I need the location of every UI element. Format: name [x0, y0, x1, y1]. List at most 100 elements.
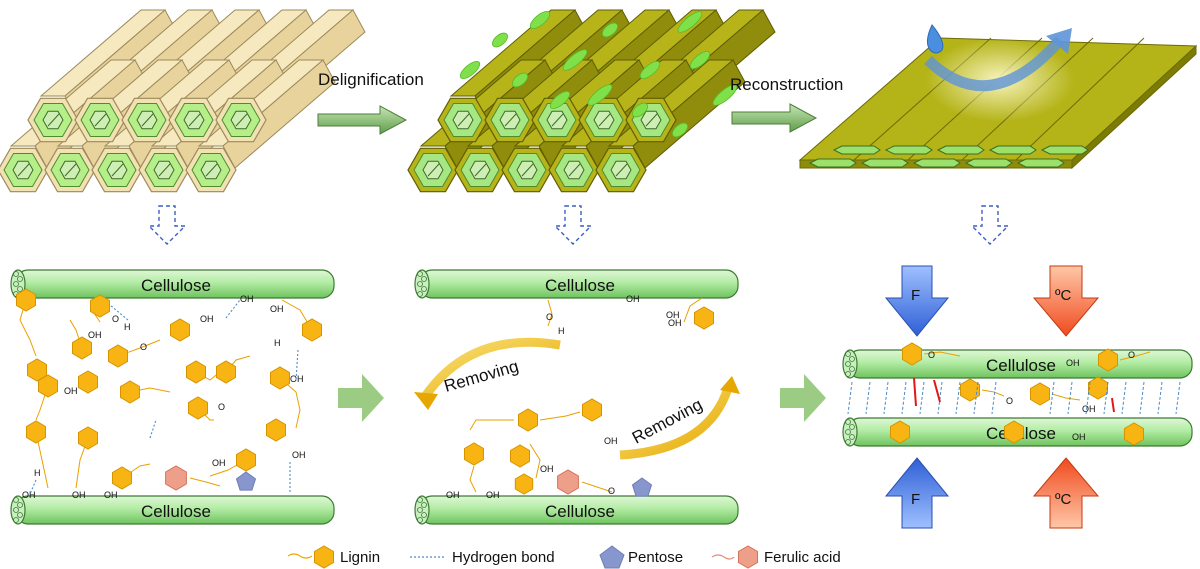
ferulic-acid-hexagon-icon [738, 545, 758, 569]
legend-pentose-label: Pentose [628, 549, 683, 566]
hydroxyl-label: OH [1082, 404, 1096, 414]
lignin-unit [464, 442, 484, 466]
heat-arrow-bottom-icon [1032, 457, 1100, 529]
legend: Lignin Hydrogen bond Pentose Ferulic aci… [287, 545, 841, 569]
lignin-unit [510, 444, 530, 468]
pore [511, 72, 529, 88]
cellulose-fiber: Cellulose [414, 495, 739, 525]
legend-ferulic-acid: Ferulic acid [711, 545, 841, 569]
atom-label: H [34, 468, 41, 478]
heat-arrows: ºC ºC [1032, 265, 1100, 529]
atom-label: O [928, 350, 935, 360]
lignin-unit [78, 426, 98, 450]
hydrogen-bond [1175, 381, 1181, 415]
hydrogen-bond [1067, 381, 1073, 415]
hydrogen-bond [1049, 381, 1055, 415]
delignification-label: Delignification [318, 70, 424, 89]
lignin-chain [683, 297, 703, 323]
lignin-unit [186, 360, 206, 384]
atom-label: O [608, 486, 615, 496]
pore [689, 50, 711, 70]
lignin-unit [26, 420, 46, 444]
lignin-chain [279, 377, 301, 429]
atom-label: H [558, 326, 565, 336]
cellulose-label: Cellulose [545, 502, 615, 521]
cellulose-fibers: CelluloseCelluloseCelluloseCelluloseCell… [10, 269, 1193, 525]
pore [549, 90, 571, 110]
water-flow-arrow-head [1046, 28, 1072, 54]
atom-label: O [140, 342, 147, 352]
lignin-unit [1004, 420, 1024, 444]
hydroxyl-label: OH [446, 490, 460, 500]
hydroxyl-label: OH [22, 490, 36, 500]
reconstruction-arrow-icon [731, 103, 818, 133]
hydroxyl-label: OH [200, 314, 214, 324]
pore [562, 49, 588, 71]
covalent-bond [1111, 397, 1115, 413]
force-arrow-top-icon [884, 265, 950, 337]
reconstruction-step: Reconstruction [730, 75, 843, 133]
lignin-chain [529, 443, 541, 479]
panel-arrow-1 [338, 374, 384, 422]
pore [529, 10, 551, 30]
lignin-unit [120, 380, 140, 404]
lignin-unit [236, 448, 256, 472]
panel-arrow-2 [780, 374, 826, 422]
flattened-cell [832, 145, 881, 155]
lignin-chain [547, 299, 553, 327]
legend-hydrogen-bond-label: Hydrogen bond [452, 549, 555, 566]
lignin-unit [188, 396, 208, 420]
lignin-unit [902, 342, 922, 366]
hydrogen-bond [955, 381, 961, 415]
lignin-unit [694, 306, 714, 330]
delignification-step: Delignification [317, 70, 424, 135]
hydrogen-bond [847, 381, 853, 415]
lignin-unit [960, 378, 980, 402]
pentose-pentagon-icon [599, 545, 625, 569]
lignin-unit [890, 420, 910, 444]
lignin-chain [469, 419, 514, 431]
hydrogen-bond [1139, 381, 1145, 415]
reconstruction-label: Reconstruction [730, 75, 843, 94]
flattened-cell [936, 145, 985, 155]
flattened-cell [808, 158, 857, 168]
dashed-down-arrow-icon [553, 205, 593, 245]
hydrogen-bond [973, 381, 979, 415]
hydrogen-bond [1085, 381, 1091, 415]
delignification-arrow-icon [317, 105, 408, 135]
lignin-unit [170, 318, 190, 342]
cellulose-fiber: Cellulose [10, 269, 335, 299]
hydroxyl-label: OH [240, 294, 254, 304]
pore [639, 60, 661, 80]
hydrogen-bond [991, 381, 997, 415]
lignin-unit [266, 418, 286, 442]
fiber-end [842, 349, 858, 379]
atom-label: O [1006, 396, 1013, 406]
hydroxyl-label: OH [212, 458, 226, 468]
densified-wood-sheet [798, 24, 1198, 170]
legend-ferulic-acid-label: Ferulic acid [764, 549, 841, 566]
lignin-unit [108, 344, 128, 368]
removing-arrow-bottom: Removing [619, 376, 740, 460]
hydroxyl-label: OH [104, 490, 118, 500]
hydrogen-bond [865, 381, 871, 415]
cellulose-label: Cellulose [986, 356, 1056, 375]
hydrogen-bond [937, 381, 943, 415]
hydrogen-bond [1157, 381, 1163, 415]
legend-lignin: Lignin [287, 545, 380, 569]
natural-wood-block [0, 9, 366, 193]
flattened-cell [912, 158, 961, 168]
hydrogen-bond [1103, 381, 1109, 415]
force-label-top: F [911, 287, 920, 304]
lignin-unit [1098, 348, 1118, 372]
lignin-unit [1030, 382, 1050, 406]
hydroxyl-label: OH [626, 294, 640, 304]
removing-label-bottom: Removing [629, 395, 706, 448]
lignin-chain [189, 477, 221, 487]
fiber-end [842, 417, 858, 447]
lignin-unit [270, 366, 290, 390]
legend-lignin-label: Lignin [340, 549, 380, 566]
cellulose-label: Cellulose [141, 502, 211, 521]
hydrogen-bond [1121, 381, 1127, 415]
